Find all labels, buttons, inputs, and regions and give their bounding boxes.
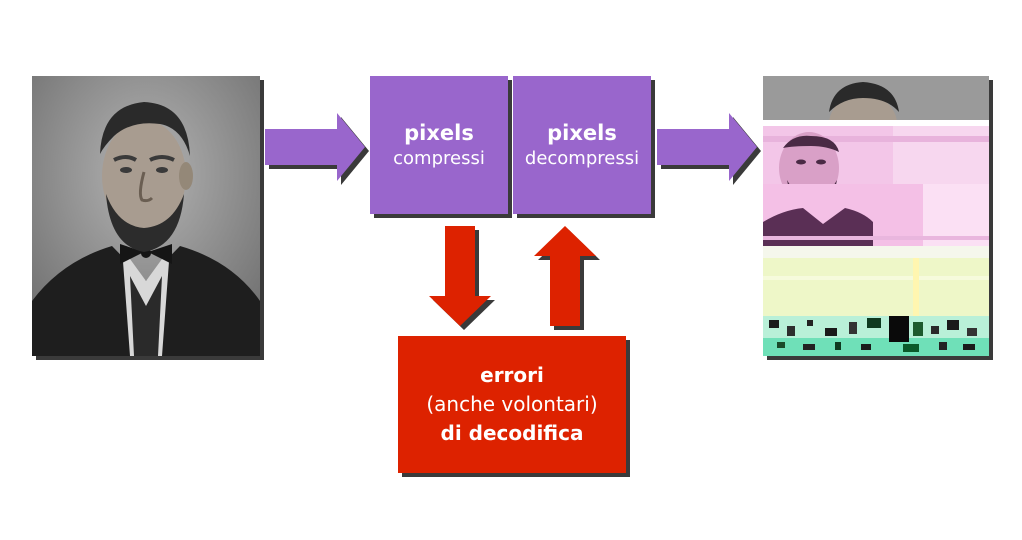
compressed-pixels-box: pixels compressi bbox=[370, 76, 508, 214]
arrow-up-icon bbox=[534, 226, 600, 330]
original-portrait-image bbox=[32, 76, 260, 356]
arrow-right-icon bbox=[657, 113, 761, 185]
errors-line-1: errori bbox=[480, 363, 544, 387]
glitched-portrait-image bbox=[763, 76, 989, 356]
arrow-right-icon bbox=[265, 113, 369, 185]
errors-line-2: (anche volontari) bbox=[426, 392, 598, 416]
decompressed-pixels-box: pixels decompressi bbox=[513, 76, 651, 214]
decompressed-subtitle: decompressi bbox=[524, 147, 640, 169]
arrow-down-icon bbox=[429, 226, 495, 330]
errors-line-3: di decodifica bbox=[440, 421, 584, 445]
decompressed-title: pixels bbox=[547, 120, 617, 145]
glitched-portrait-icon bbox=[763, 76, 989, 356]
compressed-subtitle: compressi bbox=[393, 147, 485, 169]
portrait-icon bbox=[32, 76, 260, 356]
compressed-title: pixels bbox=[404, 120, 474, 145]
decoding-errors-box: errori (anche volontari) di decodifica bbox=[398, 336, 626, 473]
